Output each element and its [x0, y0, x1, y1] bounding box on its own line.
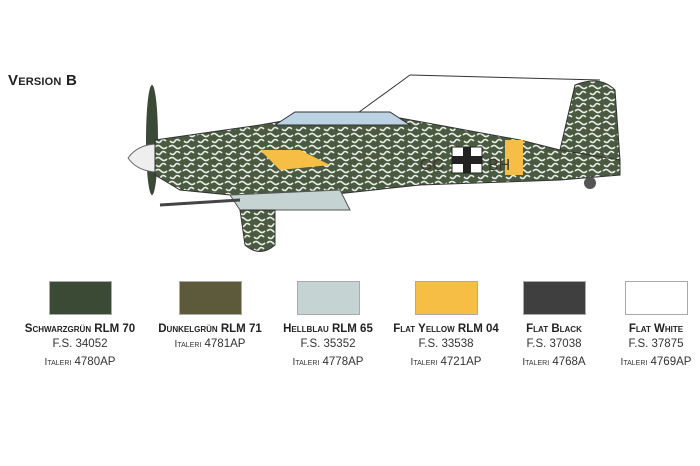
product-code: 4769AP: [650, 356, 692, 368]
brand: Italeri: [292, 357, 320, 368]
underwing: [229, 189, 351, 211]
fs-code: F.S. 35352: [300, 338, 356, 350]
color-swatch: [414, 281, 478, 315]
version-title: Version B: [8, 72, 77, 89]
brand: Italeri: [174, 339, 202, 350]
italeri-code: Italeri 4768A: [494, 353, 614, 372]
brand: Italeri: [44, 357, 72, 368]
code-left: GC: [420, 157, 444, 174]
paint-item: Dunkelgrün RLM 71 Italeri 4781AP: [150, 281, 270, 354]
fs-code: F.S. 37038: [526, 338, 582, 350]
paint-name: Dunkelgrün RLM 71: [158, 323, 262, 335]
tail-wheel: [584, 177, 596, 189]
italeri-code: Italeri 4721AP: [386, 353, 506, 372]
paint-item: Flat White F.S. 37875 Italeri 4769AP: [596, 281, 700, 372]
product-code: 4780AP: [74, 356, 116, 368]
fs-code: F.S. 37875: [628, 338, 684, 350]
wing-tip-yellow: [260, 150, 330, 170]
paint-name: Hellblau RLM 65: [283, 323, 373, 335]
color-swatch: [522, 281, 586, 315]
canopy: [273, 111, 412, 126]
antenna-mast: [354, 74, 411, 116]
italeri-code: Italeri 4778AP: [268, 353, 388, 372]
paint-name: Flat Black: [526, 323, 582, 335]
tail-fin: [559, 80, 621, 161]
color-swatch: [296, 281, 360, 315]
fuselage: [154, 117, 621, 201]
color-swatch: [624, 281, 688, 315]
italeri-code: Italeri 4769AP: [596, 353, 700, 372]
paint-item: Schwarzgrün RLM 70 F.S. 34052 Italeri 47…: [20, 281, 140, 372]
paint-name: Flat Yellow RLM 04: [393, 323, 499, 335]
color-swatch: [48, 281, 112, 315]
antenna-wire: [409, 74, 601, 81]
fs-code: F.S. 33538: [418, 338, 474, 350]
product-code: 4781AP: [204, 338, 246, 350]
brand: Italeri: [620, 357, 648, 368]
italeri-code: Italeri 4780AP: [20, 353, 140, 372]
brand: Italeri: [410, 357, 438, 368]
fs-code: F.S. 34052: [52, 338, 108, 350]
paint-item: Flat Yellow RLM 04 F.S. 33538 Italeri 47…: [386, 281, 506, 372]
aircraft-illustration: GC BH: [127, 74, 621, 252]
paint-item: Flat Black F.S. 37038 Italeri 4768A: [494, 281, 614, 372]
brand: Italeri: [522, 357, 550, 368]
fuselage-band: [505, 140, 523, 175]
gun-pod: [159, 198, 241, 207]
paint-name: Flat White: [628, 323, 684, 335]
landing-gear-spat: [239, 209, 276, 252]
color-swatch: [178, 281, 242, 315]
spinner: [127, 143, 159, 173]
paint-item: Hellblau RLM 65 F.S. 35352 Italeri 4778A…: [268, 281, 388, 372]
product-code: 4768A: [552, 356, 586, 368]
paint-name: Schwarzgrün RLM 70: [24, 323, 136, 335]
italeri-code: Italeri 4781AP: [150, 335, 270, 354]
product-code: 4778AP: [322, 356, 364, 368]
code-right: BH: [488, 157, 510, 174]
product-code: 4721AP: [440, 356, 482, 368]
